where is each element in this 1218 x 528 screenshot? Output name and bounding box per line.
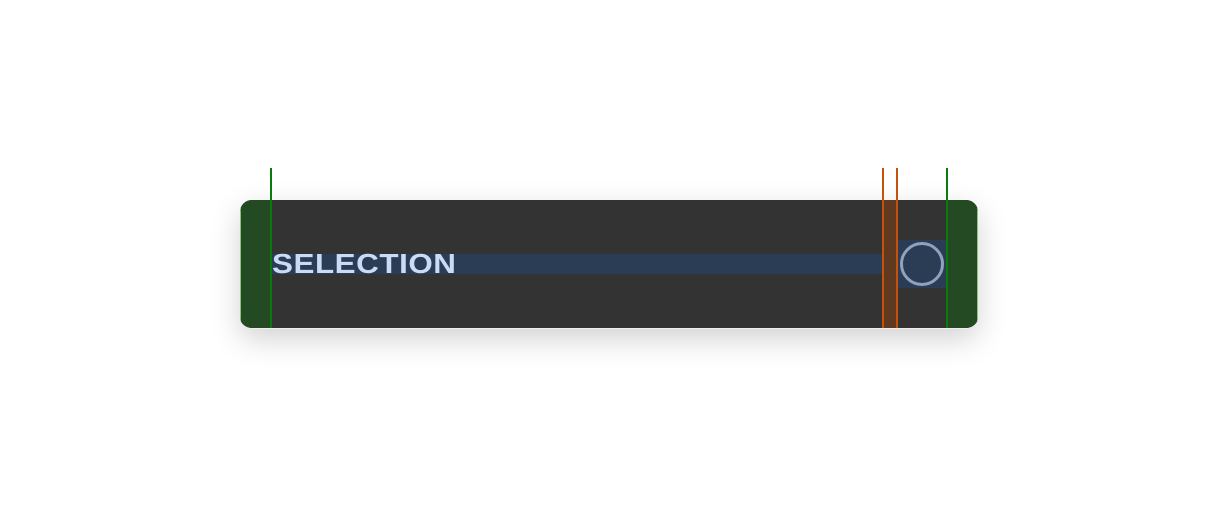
button-label: SELECTION [272,248,457,279]
gap-overlay [883,200,897,328]
padding-guide-left [270,168,272,328]
icon-bounds-highlight [897,240,947,288]
padding-right-overlay [946,200,978,328]
circle-icon [900,242,944,286]
selection-button[interactable]: SELECTION [240,200,978,329]
padding-left-overlay [240,200,272,328]
gap-guide-start [882,168,884,328]
gap-guide-end [896,168,898,328]
text-bounds-highlight [271,254,883,274]
padding-guide-right [946,168,948,328]
